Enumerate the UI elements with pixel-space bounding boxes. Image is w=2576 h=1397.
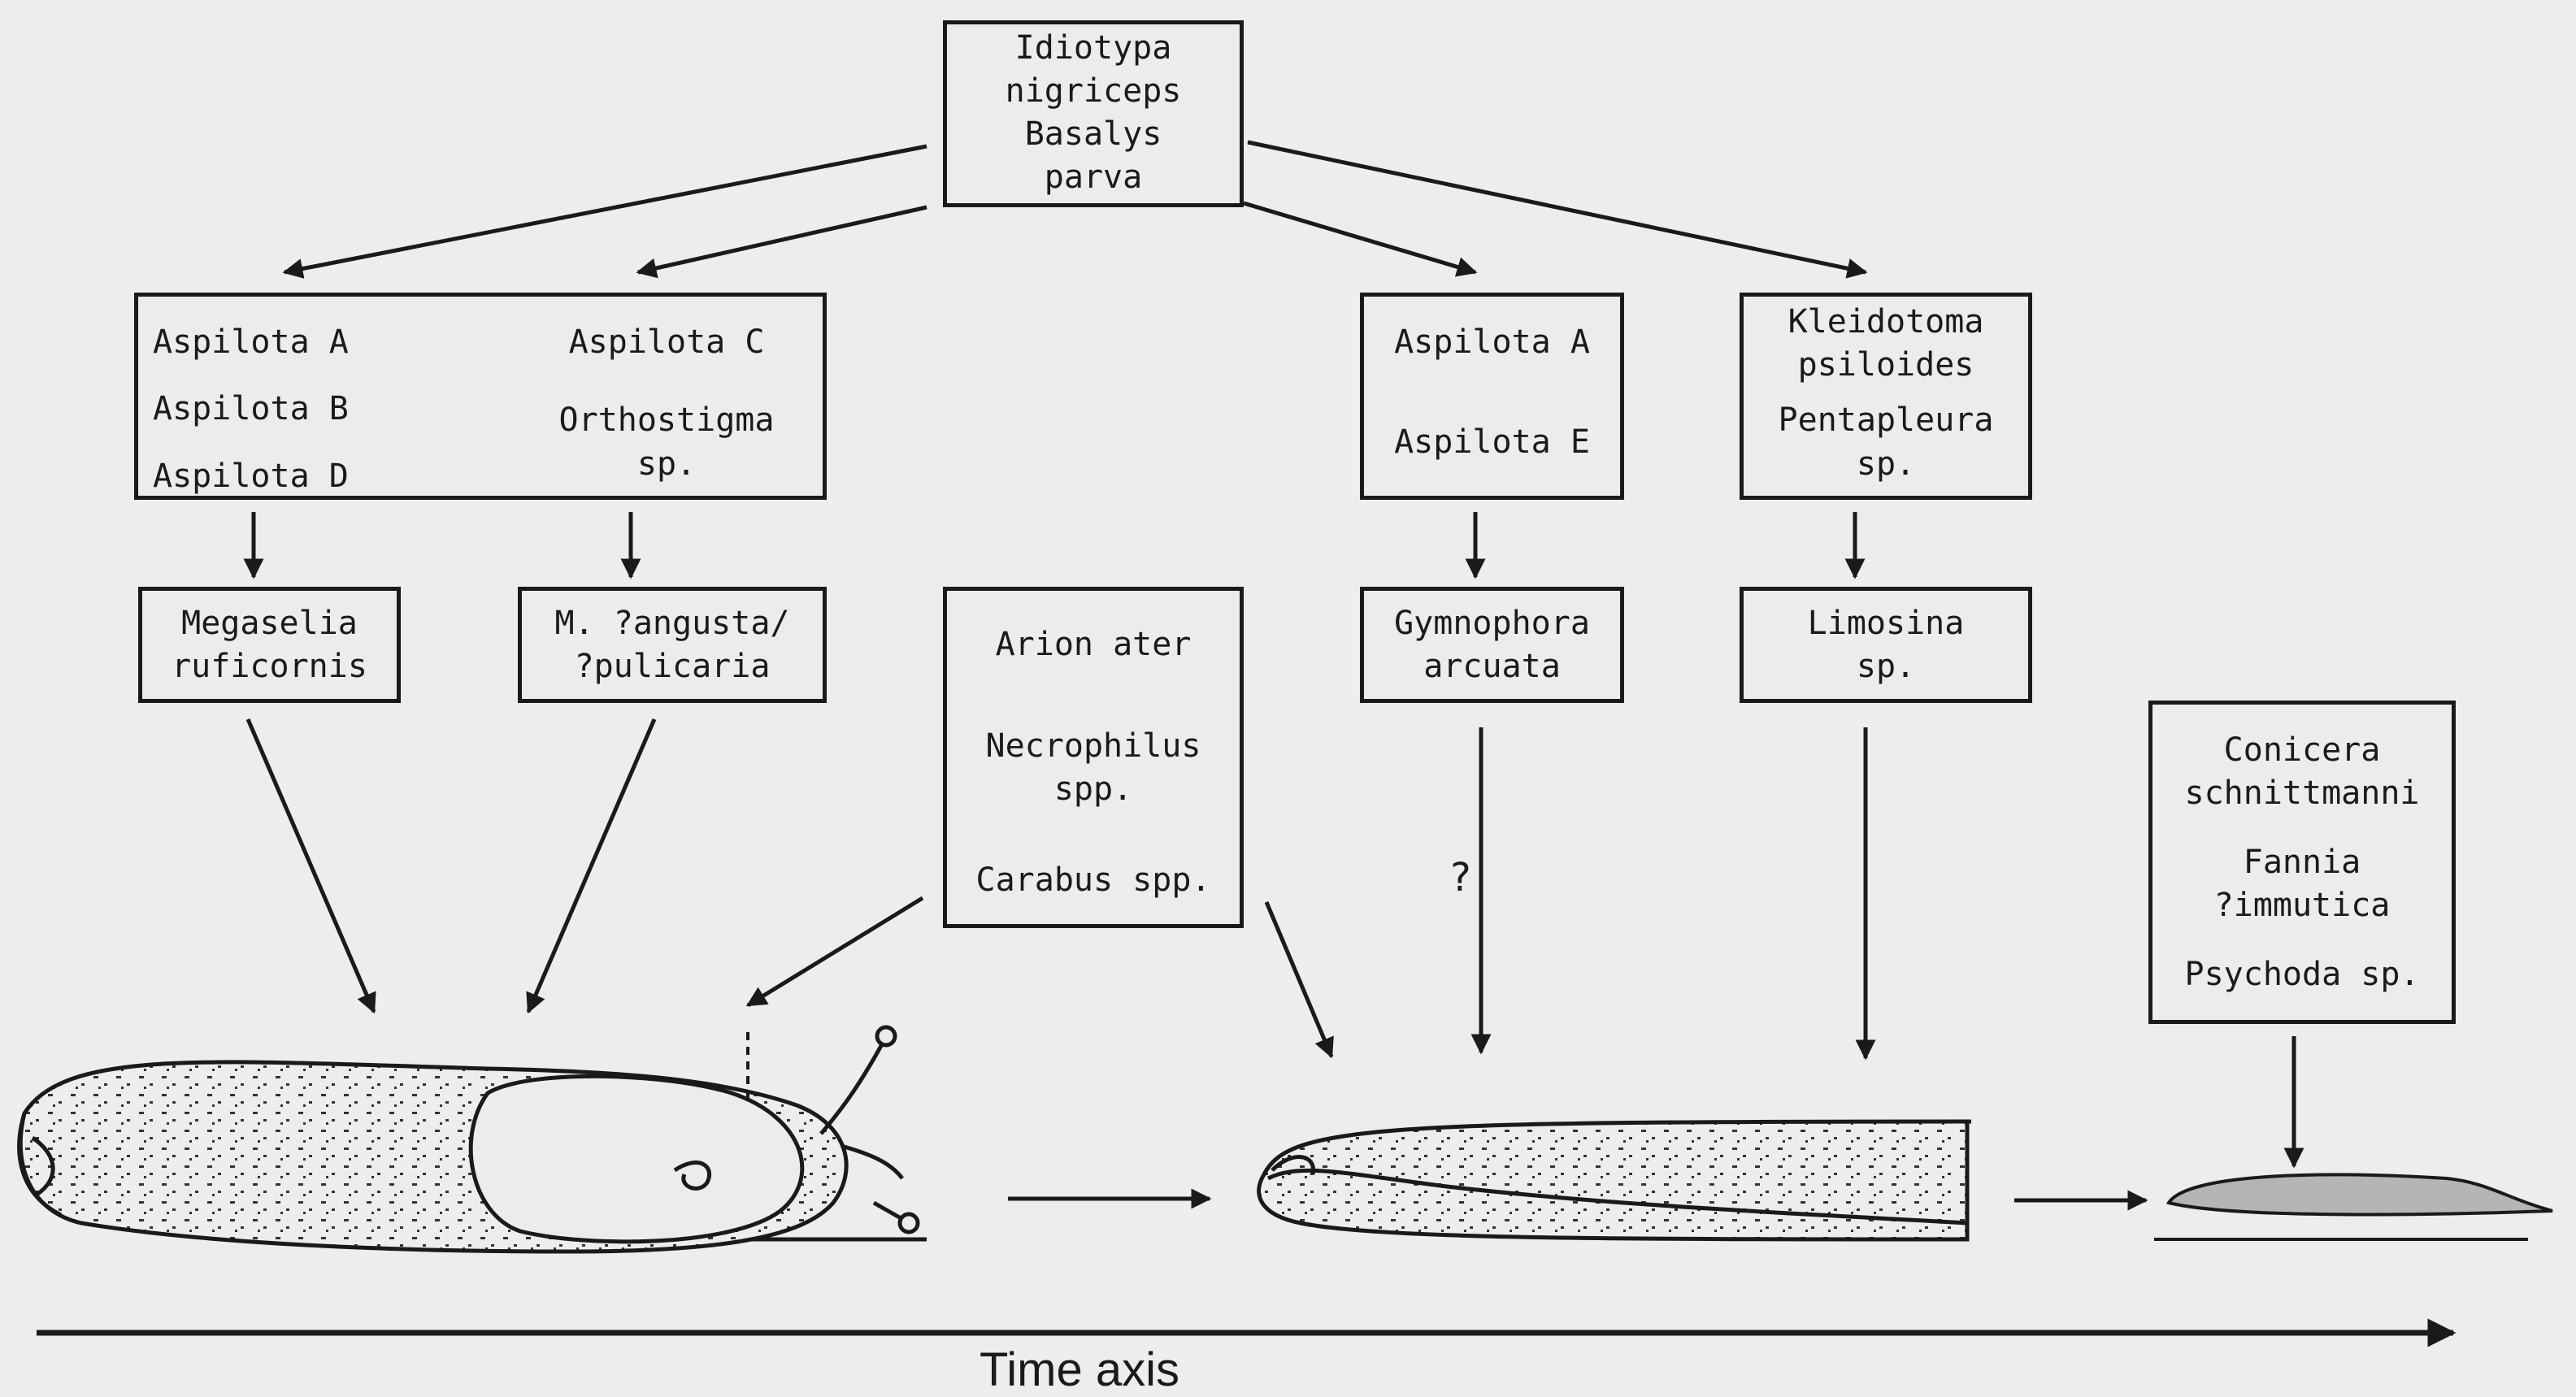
box-line: sp. — [528, 443, 805, 486]
arrow-megaselia-to-slug — [248, 719, 374, 1012]
box-line: spp. — [947, 768, 1240, 811]
box-line: Aspilota B — [153, 388, 349, 431]
box-line: M. ?angusta/ — [522, 602, 823, 645]
parasitoid-box-aspilota-group-mid: Aspilota A Aspilota E — [1360, 293, 1624, 500]
box-line: Orthostigma — [528, 399, 805, 442]
box-line: Necrophilus — [947, 725, 1240, 768]
box-line: Carabus spp. — [947, 859, 1240, 902]
time-axis-label: Time axis — [980, 1343, 1179, 1397]
arrow-mangusta-to-slug — [528, 719, 654, 1012]
box-line: Aspilota C — [528, 321, 805, 364]
box-line: arcuata — [1364, 645, 1620, 688]
box-line: Megaselia — [142, 602, 397, 645]
host-box-limosina: Limosina sp. — [1740, 587, 2032, 703]
unknown-link-mark: ? — [1449, 855, 1472, 900]
box-line: Aspilota A — [1364, 321, 1620, 364]
arrow-top-to-group-left-col2 — [638, 207, 927, 272]
arrow-predators-to-decay — [1266, 902, 1331, 1056]
slug-intact-drawing — [20, 1027, 927, 1252]
box-line: Fannia — [2152, 841, 2452, 884]
box-line: Aspilota D — [153, 455, 349, 498]
parasitoid-box-idiotypa-basalys: Idiotypa nigriceps Basalys parva — [943, 20, 1244, 207]
slug-decaying-drawing — [1259, 1122, 1971, 1239]
box-line: Limosina — [1744, 602, 2028, 645]
parasitoid-box-aspilota-group-left: Aspilota A Aspilota B Aspilota D Aspilot… — [134, 293, 827, 500]
box-line: ?immutica — [2152, 884, 2452, 927]
host-box-gymnophora-arcuata: Gymnophora arcuata — [1360, 587, 1624, 703]
slug-remains-drawing — [2154, 1174, 2552, 1239]
box-line: nigriceps — [947, 70, 1240, 113]
box-line: Arion ater — [947, 623, 1240, 666]
box-line: sp. — [1744, 443, 2028, 486]
box-line: Idiotypa — [947, 27, 1240, 70]
box-line: Pentapleura — [1744, 399, 2028, 442]
colonizer-box-conicera-fannia-psychoda: Conicera schnittmanni Fannia ?immutica P… — [2148, 701, 2456, 1024]
box-line: Aspilota A — [153, 321, 349, 364]
box-line: sp. — [1744, 645, 2028, 688]
box-line: ruficornis — [142, 645, 397, 688]
box-line: parva — [947, 156, 1240, 199]
box-line: Aspilota E — [1364, 421, 1620, 464]
host-box-megaselia-ruficornis: Megaselia ruficornis — [138, 587, 401, 703]
box-line: Gymnophora — [1364, 602, 1620, 645]
arrow-top-to-group-mid — [1244, 203, 1475, 272]
arrow-top-to-group-right — [1248, 142, 1866, 272]
box-line: Kleidotoma — [1744, 301, 2028, 344]
box-line: ?pulicaria — [522, 645, 823, 688]
box-line: psiloides — [1744, 344, 2028, 387]
arrow-top-to-group-left-col1 — [285, 146, 927, 272]
box-line: Conicera — [2152, 729, 2452, 772]
box-line: Psychoda sp. — [2152, 953, 2452, 996]
predator-box-arion-necrophilus-carabus: Arion ater Necrophilus spp. Carabus spp. — [943, 587, 1244, 928]
parasitoid-box-kleidotoma-pentapleura: Kleidotoma psiloides Pentapleura sp. — [1740, 293, 2032, 500]
box-line: schnittmanni — [2152, 772, 2452, 815]
box-line: Basalys — [947, 113, 1240, 156]
host-box-megaselia-angusta-pulicaria: M. ?angusta/ ?pulicaria — [518, 587, 827, 703]
arrow-predators-to-slug — [748, 898, 923, 1005]
